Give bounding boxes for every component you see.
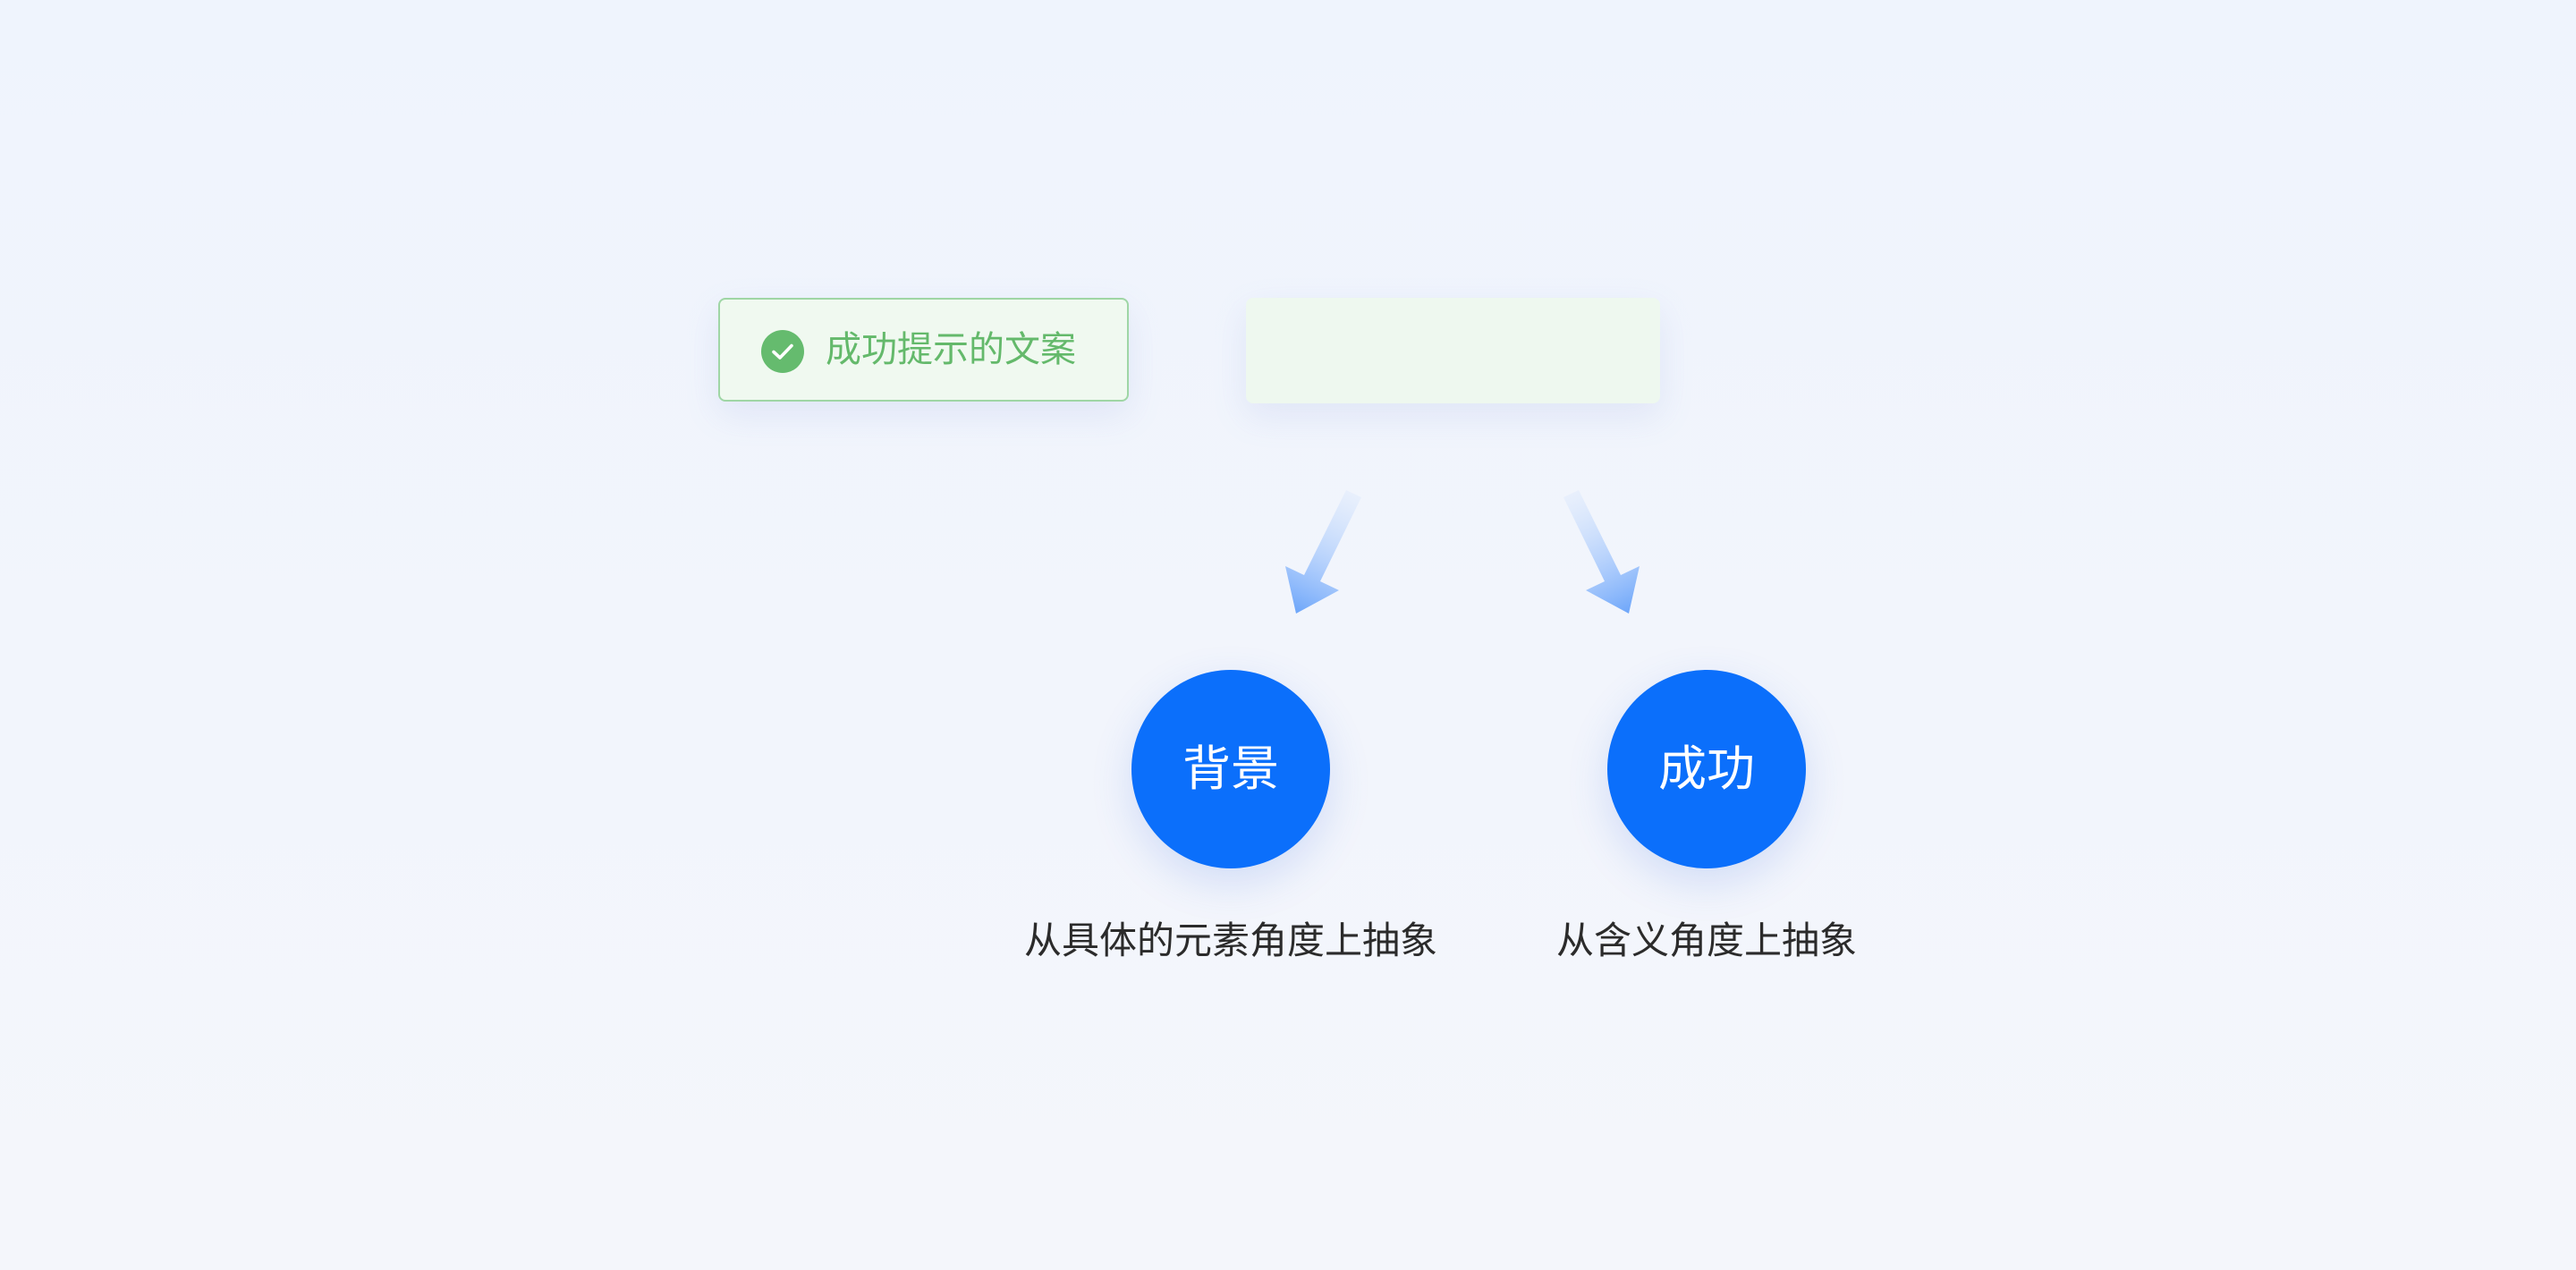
check-circle-icon [761,330,804,373]
caption-success: 从含义角度上抽象 [1555,919,1857,962]
right-arrow [1563,490,1640,614]
node-background: 背景 [1131,670,1330,868]
toast-message: 成功提示的文案 [826,329,1076,370]
toast-background-box [1246,298,1660,403]
success-toast: 成功提示的文案 [718,298,1129,402]
node-success: 成功 [1607,670,1806,868]
left-arrow [1285,490,1361,614]
caption-background: 从具体的元素角度上抽象 [1023,919,1437,962]
